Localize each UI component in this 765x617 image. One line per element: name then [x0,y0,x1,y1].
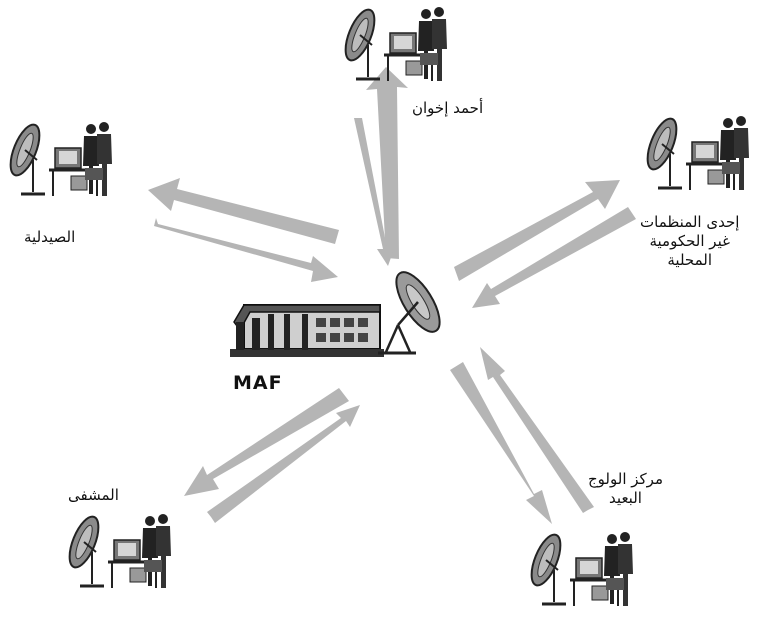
node-label-right: إحدى المنظمات غير الحكومية المحلية [640,213,739,270]
label-line: المحلية [667,251,713,269]
station-left [3,119,114,198]
arrow-hub-to-bottom-right [450,362,552,524]
label-line: الصيدلية [24,228,76,246]
label-line: إحدى المنظمات [640,213,740,231]
arrow-hub-to-bottom-left [184,388,349,496]
node-label-bottom-left: المشفى [68,486,119,505]
label-line: البعيد [609,489,642,507]
arrow-hub-to-right [454,180,620,281]
label-line: مركز الولوج [588,470,663,488]
station-top [338,4,449,83]
node-label-left: الصيدلية [24,228,75,247]
hub-satellite-dish-icon [378,271,441,355]
arrow-hub-to-left [148,178,339,244]
arrow-bottom-right-to-hub [480,347,594,513]
station-bottom-right [524,529,635,608]
maf-building-icon [230,304,384,357]
node-label-top: أحمد إخوان [412,99,483,118]
label-line: المشفى [68,486,119,504]
node-label-bottom-right: مركز الولوج البعيد [588,470,663,508]
arrow-hub-to-top [366,67,408,259]
arrow-bottom-left-to-hub [207,405,360,523]
hub-label: MAF [233,372,283,394]
arrow-right-to-hub [472,207,636,308]
station-bottom-left [62,511,173,590]
arrow-top-to-hub [354,118,395,266]
arrow-left-to-hub [154,218,338,282]
station-right [640,113,751,192]
label-line: أحمد إخوان [412,99,484,117]
label-line: غير الحكومية [649,232,730,250]
